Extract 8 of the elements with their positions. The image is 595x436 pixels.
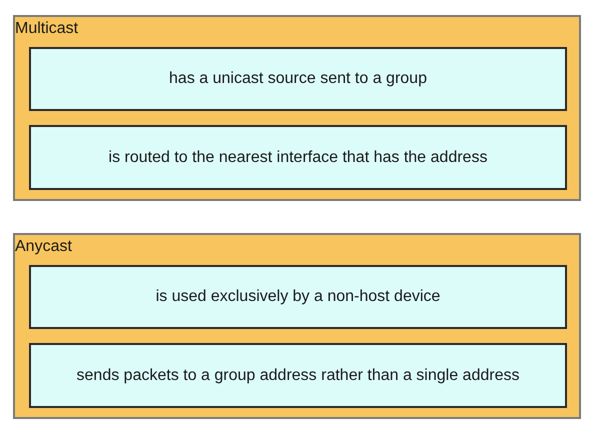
category-panel [13,15,581,201]
panel-heading: Multicast [15,19,78,39]
category-panel [13,233,581,419]
answer-box: is routed to the nearest interface that has the address [29,125,567,190]
answer-box: is used exclusively by a non-host device [29,265,567,329]
answer-box: sends packets to a group address rather than a single address [29,343,567,408]
panel-heading: Anycast [15,237,72,257]
answer-box: has a unicast source sent to a group [29,47,567,111]
